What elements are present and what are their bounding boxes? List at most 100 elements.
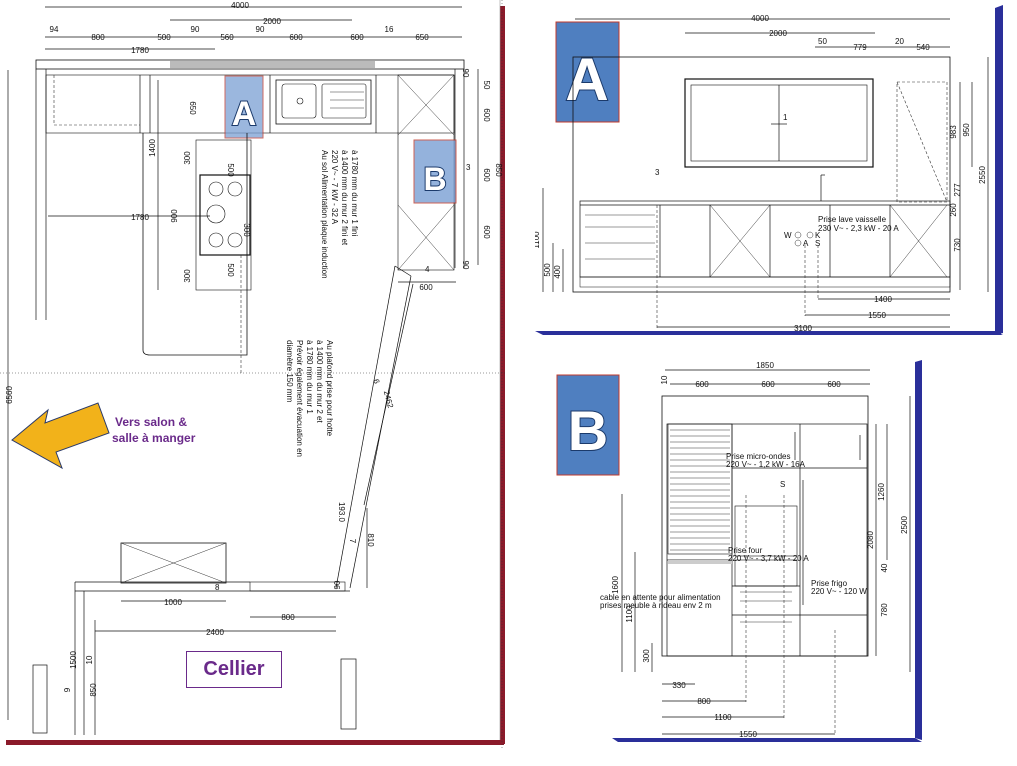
dim-300: 300 <box>242 223 251 237</box>
dim-900: 900 <box>170 209 179 223</box>
floor-plan-drawing: 4000 2000 94 800 500 90 560 90 600 600 1… <box>0 0 506 750</box>
dim-850: 850 <box>89 683 98 697</box>
elevation-a-drawing: A 4000 2000 50 779 20 540 1 3 Prise lave… <box>532 5 1003 335</box>
dim-193: 193.0 <box>337 502 346 523</box>
dim-3100: 3100 <box>794 324 812 333</box>
svg-text:à 1400 mm du mur 2 fini et: à 1400 mm du mur 2 fini et <box>340 150 349 246</box>
note-fridge-line1: Prise frigo <box>811 579 848 588</box>
dim-94: 94 <box>50 25 59 34</box>
dim-300: 300 <box>183 151 192 165</box>
dim-10: 10 <box>660 375 669 384</box>
dim-1550: 1550 <box>739 730 757 739</box>
dim-1780: 1780 <box>131 46 149 55</box>
elevation-b-drawing: B 1850 600 600 600 10 Prise micro-ondes … <box>550 360 922 742</box>
dim-600: 600 <box>350 33 364 42</box>
elevation-a-panel: A 4000 2000 50 779 20 540 1 3 Prise lave… <box>532 5 1005 340</box>
dim-50: 50 <box>482 81 491 90</box>
arrow-label-line2: salle à manger <box>112 431 196 445</box>
dim-330: 330 <box>672 681 686 690</box>
dim-600: 600 <box>289 33 303 42</box>
svg-text:Prévoir également évacuation e: Prévoir également évacuation en <box>295 340 304 457</box>
dim-300: 300 <box>183 269 192 283</box>
arrow-to-living-room <box>11 402 110 470</box>
dim-540: 540 <box>916 43 930 52</box>
dim-400: 400 <box>553 265 562 279</box>
dim-20: 20 <box>895 37 904 46</box>
mark-3: 3 <box>466 163 471 172</box>
dim-2500: 2500 <box>900 516 909 534</box>
dim-row-top: 94 800 500 90 560 90 600 600 16 650 <box>50 25 430 42</box>
dim-950: 950 <box>962 123 971 137</box>
dim-16: 16 <box>385 25 394 34</box>
badge-a: A <box>565 46 608 113</box>
dim-1500: 1500 <box>69 651 78 669</box>
induction-hob <box>199 174 251 256</box>
dim-1100: 1100 <box>535 231 541 249</box>
svg-text:diamètre 150 mm: diamètre 150 mm <box>285 340 294 403</box>
dim-800: 800 <box>281 613 295 622</box>
dim-40: 40 <box>880 563 889 572</box>
dim-779: 779 <box>853 43 867 52</box>
panel-shadow <box>500 6 505 744</box>
svg-text:à 1400 mm du mur 2 et: à 1400 mm du mur 2 et <box>315 340 324 423</box>
dim-800: 800 <box>697 697 711 706</box>
dim-600: 600 <box>482 168 491 182</box>
dim-800: 800 <box>91 33 105 42</box>
note-oven-line1: Prise four <box>728 546 763 555</box>
dim-260: 260 <box>949 203 958 217</box>
dim-2080: 2080 <box>866 531 875 549</box>
tall-cabinets <box>666 423 868 657</box>
dim-850: 850 <box>494 163 503 177</box>
dim-600: 600 <box>482 108 491 122</box>
note-microwave-line2: 220 V~ - 1,2 kW - 16A <box>726 460 806 469</box>
note-microwave-line1: Prise micro-ondes <box>726 452 790 461</box>
svg-text:Au plafond prise pour hotte: Au plafond prise pour hotte <box>325 340 334 437</box>
dim-500: 500 <box>543 263 552 277</box>
mark-3: 3 <box>655 168 660 177</box>
socket-group: W K A S <box>784 231 821 248</box>
panel-shadow <box>6 740 504 745</box>
dim-90: 90 <box>256 25 265 34</box>
wall-top <box>35 59 465 70</box>
dim-90: 90 <box>191 25 200 34</box>
mark-7: 7 <box>348 539 357 544</box>
mark-4: 4 <box>425 265 430 274</box>
dim-1550: 1550 <box>868 311 886 320</box>
dim-983: 983 <box>949 125 958 139</box>
svg-text:220 V~ - 7 kW - 32 A: 220 V~ - 7 kW - 32 A <box>330 150 339 225</box>
dim-277: 277 <box>953 183 962 197</box>
dim-1400: 1400 <box>874 295 892 304</box>
dim-500: 500 <box>226 163 235 177</box>
door <box>249 581 346 592</box>
mark-s: S <box>780 480 785 489</box>
socket-k: K <box>815 231 821 240</box>
elevation-b-panel: B 1850 600 600 600 10 Prise micro-ondes … <box>550 360 925 745</box>
mark-9: 9 <box>63 687 72 692</box>
dim-90: 90 <box>461 69 470 78</box>
note-oven-line2: 220 V~ - 3,7 kW - 20 A <box>728 554 809 563</box>
mark-6: 6 <box>371 378 381 385</box>
dim-1600: 1600 <box>611 576 620 594</box>
socket-w: W <box>784 231 792 240</box>
dim-1260: 1260 <box>877 483 886 501</box>
cellier-cabinet <box>120 542 227 584</box>
dim-90: 90 <box>333 580 342 589</box>
note-cable-line1: cable en attente pour alimentation <box>600 593 721 602</box>
dim-50: 50 <box>818 37 827 46</box>
note-dishwasher-line1: Prise lave vaisselle <box>818 215 887 224</box>
badge-b-box <box>556 374 620 476</box>
dim-90: 90 <box>461 261 470 270</box>
island <box>142 133 248 356</box>
dim-1850: 1850 <box>756 361 774 370</box>
arrow-label-line1: Vers salon & <box>115 415 187 429</box>
dim-650: 650 <box>415 33 429 42</box>
dim-1100: 1100 <box>625 605 634 623</box>
floor-plan-panel: 4000 2000 94 800 500 90 560 90 600 600 1… <box>0 0 506 750</box>
badge-a-box <box>555 21 620 123</box>
dim-1100: 1100 <box>714 713 732 722</box>
dim-780: 780 <box>880 603 889 617</box>
note-fridge-line2: 220 V~ - 120 W <box>811 587 867 596</box>
dim-6560: 6560 <box>5 386 14 404</box>
mark-8: 8 <box>215 583 220 592</box>
socket-a: A <box>803 239 809 248</box>
